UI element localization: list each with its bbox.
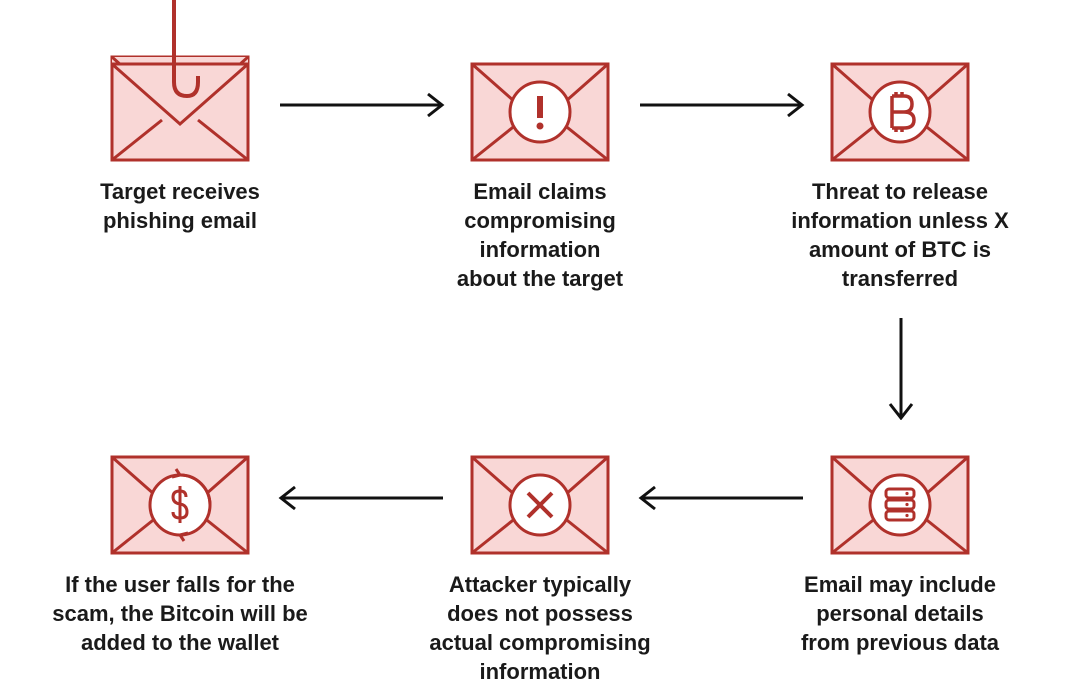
step-2-envelope bbox=[470, 62, 610, 162]
hook-icon bbox=[172, 0, 200, 99]
step-4-label: Email may include personal details from … bbox=[800, 572, 1000, 655]
step-2-label: Email claims compromising information ab… bbox=[456, 179, 624, 291]
step-5-envelope bbox=[470, 455, 610, 555]
arrow-step3-to-step4 bbox=[888, 318, 914, 420]
step-3-label: Threat to release information unless X a… bbox=[791, 179, 1009, 291]
step-4-envelope bbox=[830, 455, 970, 555]
arrow-step4-to-step5 bbox=[638, 485, 803, 511]
arrow-step5-to-step6 bbox=[278, 485, 443, 511]
step-1-label: Target receives phishing email bbox=[100, 179, 260, 233]
step-1-envelope bbox=[110, 62, 250, 162]
step-3-envelope bbox=[830, 62, 970, 162]
step-6-envelope bbox=[110, 455, 250, 555]
step-5-label: Attacker typically does not possess actu… bbox=[429, 572, 651, 684]
arrow-step1-to-step2 bbox=[280, 92, 445, 118]
arrow-step2-to-step3 bbox=[640, 92, 805, 118]
step-6-label: If the user falls for the scam, the Bitc… bbox=[52, 572, 308, 655]
